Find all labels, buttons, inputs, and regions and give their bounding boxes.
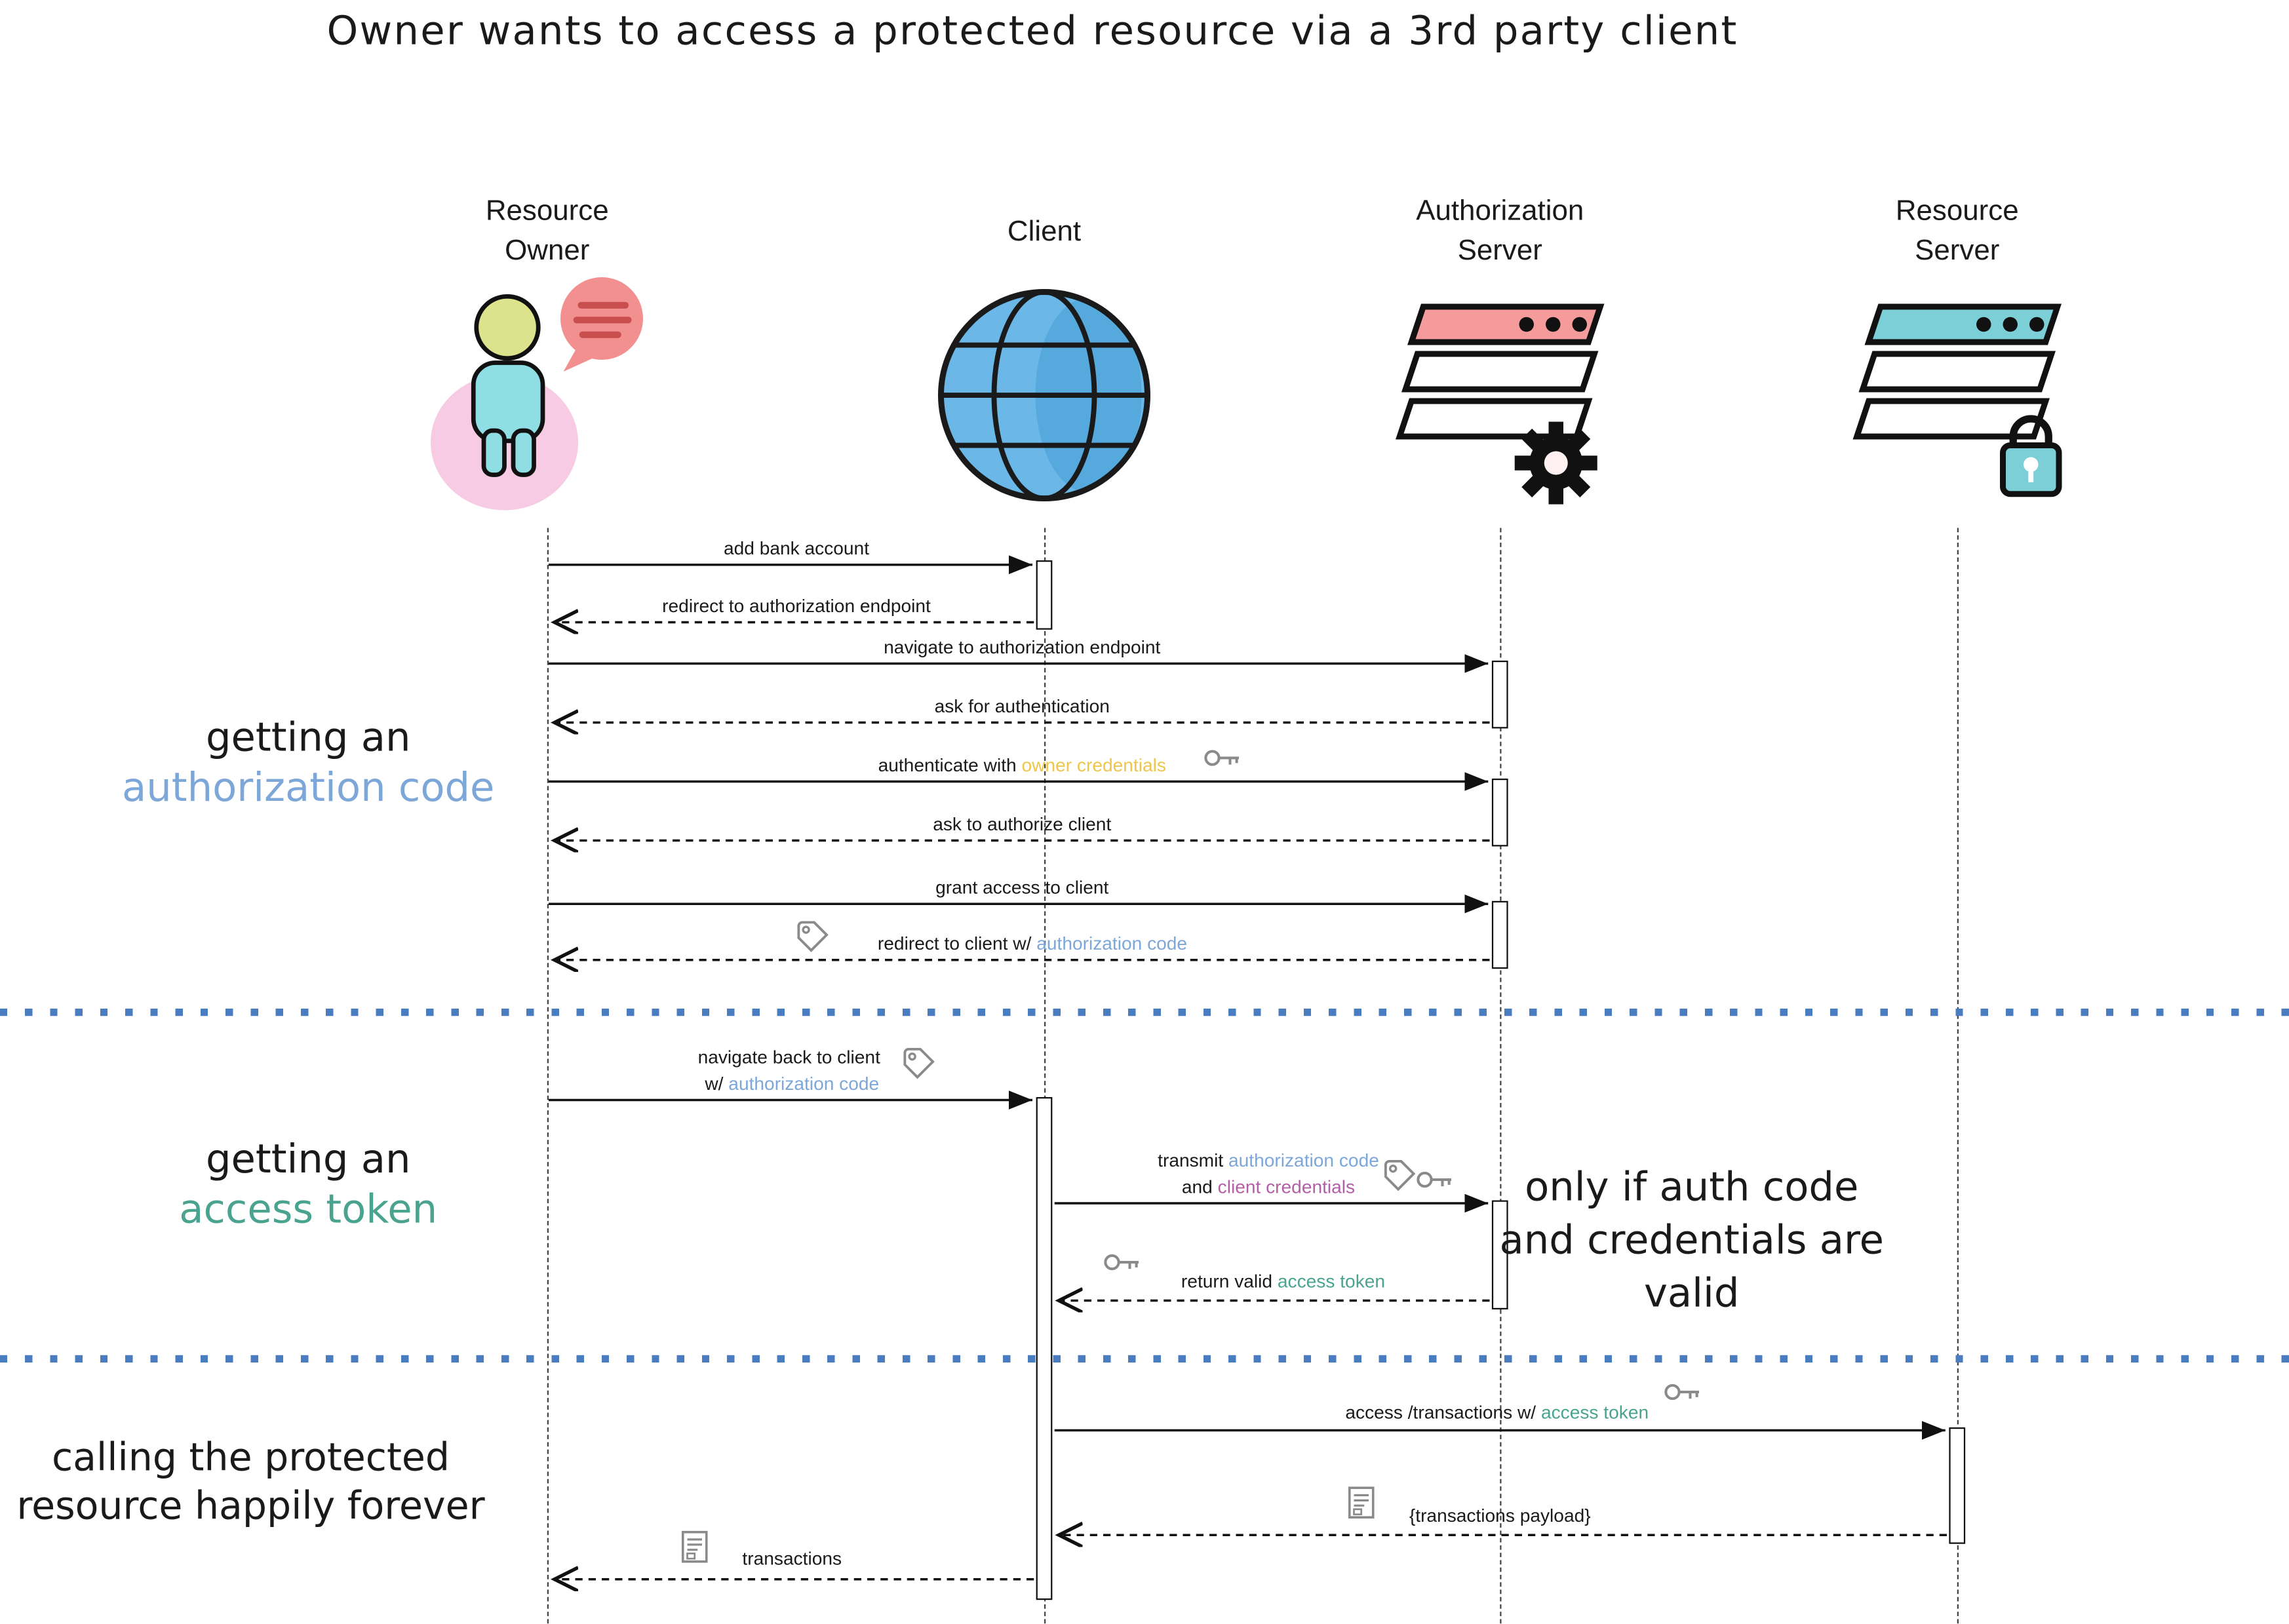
activation-client-2	[1036, 1097, 1053, 1600]
owner-credentials-highlight: owner credentials	[1021, 755, 1166, 776]
message-access-transactions: access /transactions w/ access token	[1345, 1402, 1649, 1423]
key-icon	[1203, 746, 1242, 771]
message-transactions: transactions	[742, 1548, 842, 1570]
message-text: redirect to client w/	[877, 933, 1037, 954]
key-icon	[1103, 1250, 1142, 1275]
lock-icon	[2000, 415, 2062, 497]
phase-label-line: authorization code	[122, 765, 495, 811]
phase-divider-2	[0, 1355, 2289, 1363]
message-text: return valid	[1181, 1271, 1278, 1292]
access-token-highlight: access token	[1277, 1271, 1386, 1292]
note-only-if-valid: only if auth code and credentials are va…	[1500, 1162, 1884, 1321]
document-icon	[681, 1530, 709, 1564]
authorization-code-highlight: authorization code	[1228, 1150, 1379, 1171]
phase-label-authorization-code: getting an authorization code	[122, 714, 494, 814]
message-transmit-line2: and client credentials	[1182, 1177, 1355, 1198]
diagram-title: Owner wants to access a protected resour…	[326, 9, 1738, 55]
activation-auth-1	[1491, 661, 1508, 729]
phase-label-line: access token	[179, 1187, 438, 1233]
activation-auth-3	[1491, 900, 1508, 969]
note-line: valid	[1643, 1271, 1740, 1317]
message-navigate-back-line2: w/ authorization code	[705, 1073, 879, 1094]
actor-label-line: Authorization	[1416, 195, 1584, 227]
lifeline-resource-owner	[547, 528, 549, 1624]
message-grant-access: grant access to client	[935, 877, 1109, 899]
authorization-code-highlight: authorization code	[1036, 933, 1188, 954]
actor-label-line: Client	[1007, 215, 1082, 248]
phase-label-line: calling the protected	[51, 1436, 450, 1481]
phase-label-access-token: getting an access token	[179, 1136, 437, 1236]
actor-auth-server-label: Authorization Server	[1416, 192, 1584, 272]
access-token-highlight: access token	[1540, 1402, 1649, 1423]
authorization-server-icon	[1379, 289, 1630, 513]
message-ask-for-authentication: ask for authentication	[934, 696, 1110, 717]
message-text: transmit	[1158, 1150, 1229, 1171]
authorization-code-highlight: authorization code	[728, 1073, 880, 1094]
resource-server-icon	[1836, 289, 2087, 513]
message-text: authenticate with	[878, 755, 1022, 776]
message-text: access /transactions w/	[1345, 1402, 1541, 1423]
note-line: only if auth code	[1525, 1165, 1859, 1211]
message-text: and	[1181, 1176, 1218, 1198]
message-navigate-to-auth-endpoint: navigate to authorization endpoint	[884, 637, 1161, 658]
key-icon	[1664, 1380, 1702, 1405]
actor-label-line: Resource	[485, 195, 609, 227]
phase-label-line: resource happily forever	[16, 1484, 485, 1530]
activation-auth-4	[1491, 1200, 1508, 1309]
message-transmit-line1: transmit authorization code	[1158, 1150, 1379, 1171]
tag-icon	[796, 920, 829, 953]
actor-resource-owner-label: Resource Owner	[486, 192, 609, 272]
activation-resource-server-1	[1949, 1427, 1966, 1544]
message-add-bank-account: add bank account	[723, 538, 870, 559]
phase-label-line: getting an	[205, 1136, 411, 1183]
actor-label-line: Owner	[505, 234, 590, 267]
message-text: w/	[705, 1073, 729, 1094]
lifeline-client	[1044, 528, 1046, 1624]
activation-client-1	[1036, 560, 1053, 630]
actor-label-line: Server	[1457, 234, 1542, 267]
message-authenticate: authenticate with owner credentials	[878, 755, 1166, 776]
message-transactions-payload: {transactions payload}	[1409, 1505, 1591, 1526]
tag-icon	[903, 1047, 935, 1080]
message-ask-authorize-client: ask to authorize client	[933, 814, 1112, 835]
key-icon	[1416, 1168, 1455, 1193]
client-globe-icon	[929, 280, 1160, 511]
message-redirect-to-auth-endpoint: redirect to authorization endpoint	[662, 596, 931, 617]
message-navigate-back-line1: navigate back to client	[697, 1047, 880, 1068]
message-redirect-with-code: redirect to client w/ authorization code	[878, 933, 1187, 954]
phase-label-line: getting an	[205, 715, 411, 761]
lifeline-resource-server	[1957, 528, 1959, 1624]
message-return-token: return valid access token	[1181, 1271, 1385, 1292]
activation-auth-2	[1491, 779, 1508, 847]
phase-divider-1	[0, 1009, 2289, 1016]
actor-resource-server-label: Resource Server	[1896, 192, 2019, 272]
actor-label-line: Resource	[1895, 195, 2019, 227]
client-credentials-highlight: client credentials	[1217, 1176, 1356, 1198]
actor-label-line: Server	[1915, 234, 2000, 267]
actor-client-label: Client	[1008, 212, 1081, 252]
note-line: and credentials are	[1499, 1218, 1884, 1264]
resource-owner-icon	[428, 269, 664, 516]
lifeline-auth-server	[1500, 528, 1502, 1624]
document-icon	[1348, 1486, 1375, 1519]
gear-icon	[1514, 421, 1597, 505]
phase-label-protected-resource: calling the protected resource happily f…	[16, 1435, 484, 1532]
tag-icon	[1384, 1159, 1417, 1192]
